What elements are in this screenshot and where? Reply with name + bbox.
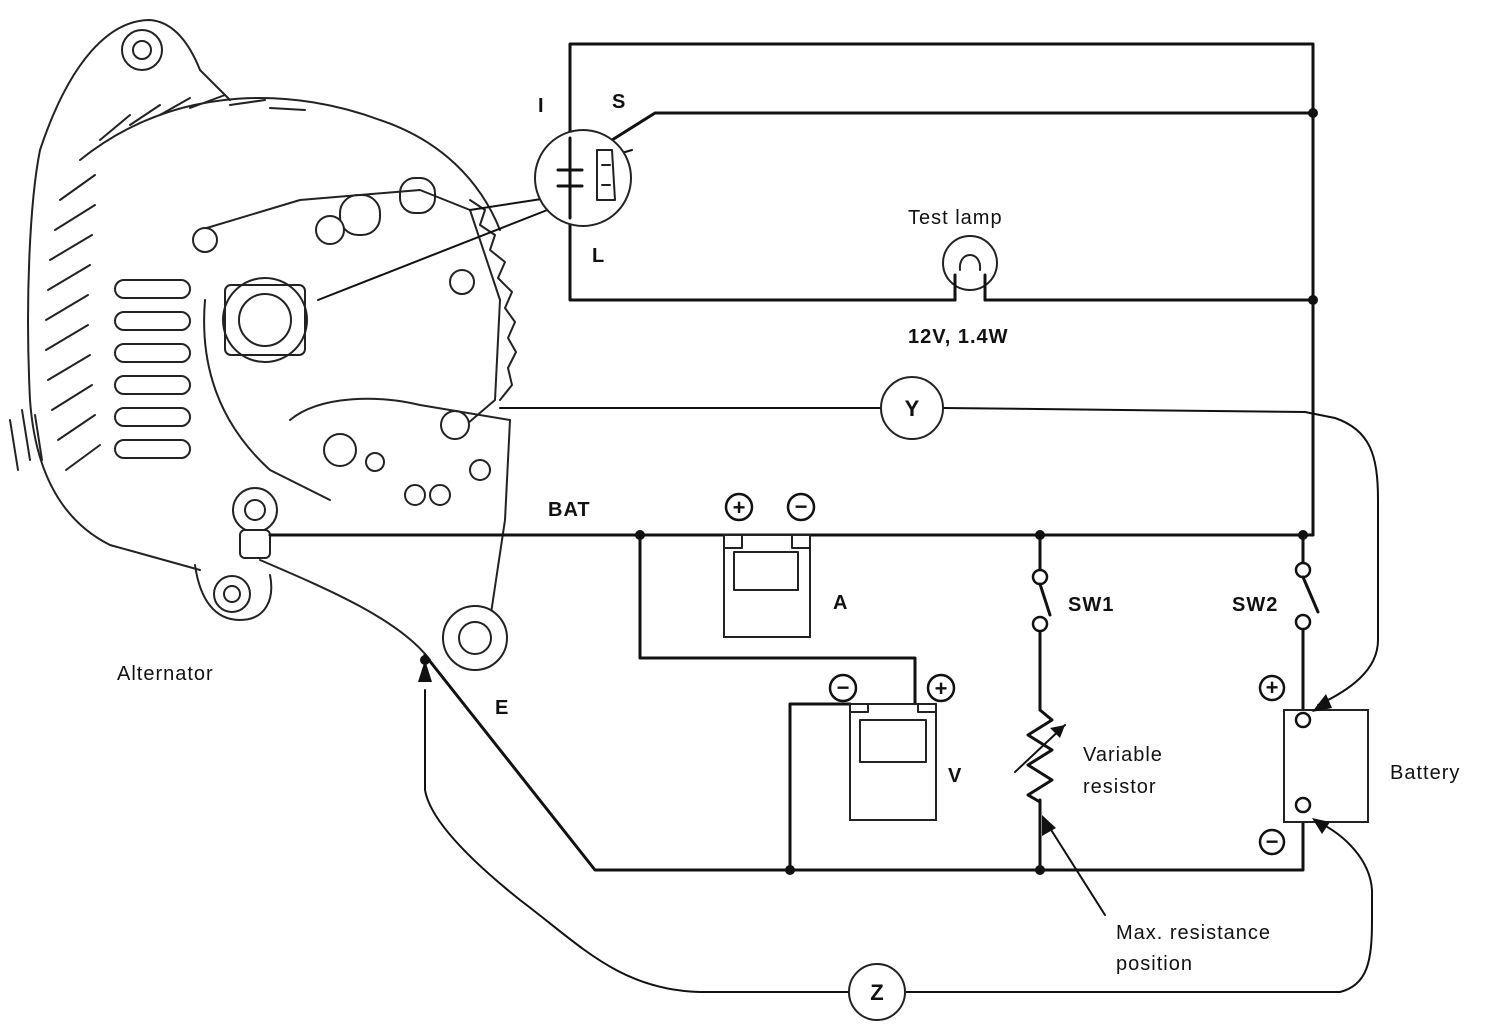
cooling-fins xyxy=(45,94,306,471)
max-resistance-label-line1: Max. resistance xyxy=(1116,922,1271,944)
sw2-label: SW2 xyxy=(1232,594,1278,616)
switch-sw2 xyxy=(1294,561,1320,631)
lamp-rating-label: 12V, 1.4W xyxy=(908,326,1009,348)
battery-minus-symbol: − xyxy=(1266,829,1279,854)
ammeter-minus-symbol: − xyxy=(795,494,808,519)
alternator-illustration xyxy=(9,19,517,671)
variable-resistor-label-line2: resistor xyxy=(1083,776,1157,798)
voltmeter-label: V xyxy=(948,765,962,787)
test-lamp-label: Test lamp xyxy=(908,207,1003,229)
labels: I S L Test lamp 12V, 1.4W BAT A SW1 SW2 … xyxy=(117,91,1460,975)
ammeter: + − xyxy=(723,492,816,638)
terminal-i-label: I xyxy=(538,95,545,117)
alternator-label: Alternator xyxy=(117,663,214,685)
alternator-connector xyxy=(534,129,632,227)
pointer-arrows xyxy=(418,660,1332,916)
ammeter-label: A xyxy=(833,592,848,614)
voltmeter-minus-symbol: − xyxy=(837,675,850,700)
voltmeter: − + xyxy=(828,673,956,821)
max-resistance-label-line2: position xyxy=(1116,953,1193,975)
sw1-label: SW1 xyxy=(1068,594,1114,616)
gauge-y-label: Y xyxy=(905,396,920,421)
junction-dots xyxy=(420,108,1318,875)
variable-resistor-label-line1: Variable xyxy=(1083,744,1163,766)
battery-label: Battery xyxy=(1390,762,1460,784)
terminal-bat-label: BAT xyxy=(548,499,591,521)
gauge-z: Z xyxy=(848,963,906,1021)
ammeter-plus-symbol: + xyxy=(733,495,746,520)
battery-plus-symbol: + xyxy=(1266,675,1279,700)
voltmeter-plus-symbol: + xyxy=(935,676,948,701)
terminal-l-label: L xyxy=(592,245,605,267)
battery: + − xyxy=(1258,674,1369,856)
terminal-s-label: S xyxy=(612,91,626,113)
gauge-z-label: Z xyxy=(870,980,883,1005)
gauge-y: Y xyxy=(880,376,944,440)
housing-slots xyxy=(114,177,436,459)
test-lamp xyxy=(942,235,998,302)
wiring xyxy=(268,42,1379,993)
switch-sw1 xyxy=(1031,568,1052,633)
variable-resistor xyxy=(1014,708,1066,804)
terminal-e-label: E xyxy=(495,697,509,719)
